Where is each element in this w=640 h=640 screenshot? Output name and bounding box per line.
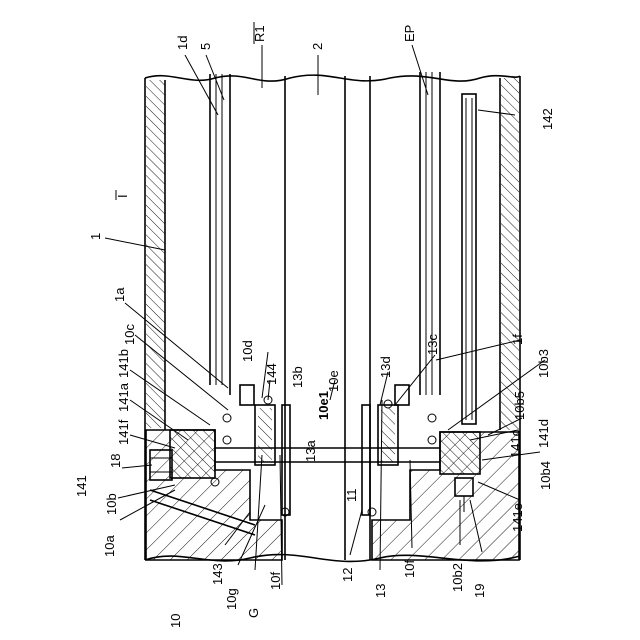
label-141c: 141c [508,429,523,458]
label-10b5: 10b5 [512,391,527,420]
label-141a: 141a [116,382,131,412]
label-G: G [246,608,261,618]
label-141: 141 [74,475,89,497]
label-10e1: 10e1 [316,391,331,420]
label-13: 13 [373,584,388,598]
label-13a: 13a [303,440,318,462]
label-143: 143 [210,563,225,585]
label-19: 19 [472,584,487,598]
label-10c: 10c [122,324,137,345]
label-13c: 13c [425,334,440,355]
label-141b: 141b [116,349,131,378]
label-1a: 1a [112,287,127,302]
label-18: 18 [108,454,123,468]
label-144: 144 [264,363,279,385]
label-10f-left: 10f [268,572,283,590]
label-I: I [115,194,130,198]
label-ep: EP [402,25,417,42]
label-1: 1 [88,233,103,240]
label-13d: 13d [378,356,393,378]
label-10a: 10a [102,535,117,557]
label-10b4: 10b4 [538,461,553,490]
label-10b3: 10b3 [536,349,551,378]
probe-142 [462,94,476,424]
label-1d: 1d [175,36,190,50]
label-10g: 10g [224,588,239,610]
right-wall-hatch [501,78,519,430]
label-10: 10 [168,614,183,628]
label-10f-right: 10f [402,560,417,578]
label-13b: 13b [290,366,305,388]
label-142: 142 [540,108,555,130]
label-2: 2 [310,43,325,50]
label-12: 12 [340,568,355,582]
label-10b2: 10b2 [450,563,465,592]
label-141f: 141f [116,419,131,445]
label-11: 11 [344,489,359,503]
label-10b: 10b [104,493,119,515]
label-10d: 10d [240,340,255,362]
label-10e-right: 10e [326,370,341,392]
left-wall-hatch [146,80,165,428]
label-141e: 141e [510,503,525,532]
label-5: 5 [198,43,213,50]
label-1f: 1f [510,334,525,345]
label-141d: 141d [536,419,551,448]
